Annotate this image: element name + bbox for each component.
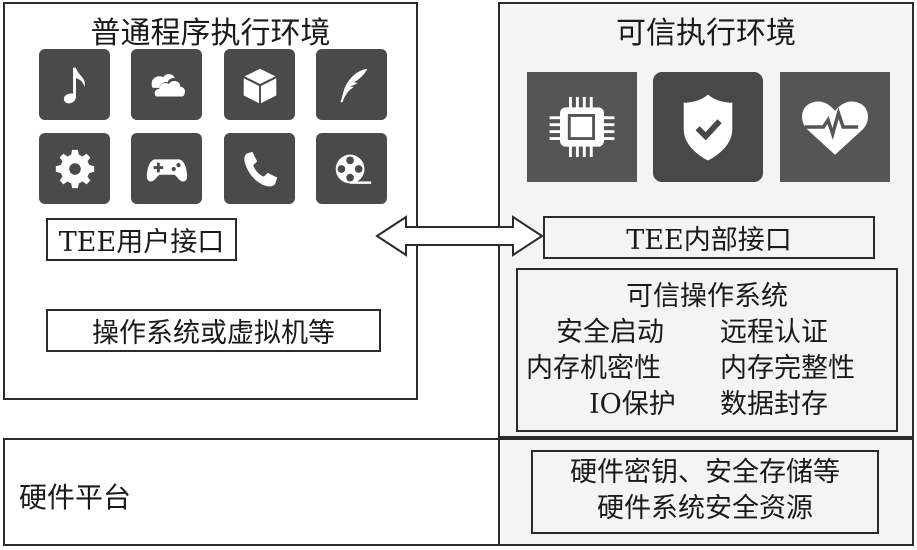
cpu-chip-icon bbox=[549, 96, 615, 158]
app-tile-settings bbox=[39, 133, 110, 204]
tee-user-interface-box: TEE用户接口 bbox=[46, 218, 237, 261]
app-tile-game bbox=[131, 133, 202, 204]
feature-memory-confidentiality: 内存机密性 bbox=[526, 353, 661, 384]
app-tile-music bbox=[39, 49, 110, 120]
tee-internal-interface-label: TEE内部接口 bbox=[626, 225, 792, 256]
hardware-resources-box: 硬件密钥、安全存储等 硬件系统安全资源 bbox=[531, 450, 879, 534]
feature-secure-boot: 安全启动 bbox=[556, 317, 664, 348]
phone-icon bbox=[243, 151, 277, 186]
heart-pulse-icon bbox=[802, 101, 868, 155]
feature-memory-integrity: 内存完整性 bbox=[720, 353, 855, 384]
trusted-os-features: 安全启动 远程认证 内存机密性 内存完整性 IO保护 数据封存 bbox=[518, 315, 896, 423]
feature-remote-attestation: 远程认证 bbox=[720, 317, 828, 348]
tee-panel: 可信执行环境 TEE内部接口 可信操作系统 bbox=[498, 2, 914, 438]
bidirectional-arrow-icon bbox=[375, 215, 544, 257]
tee-internal-interface-box: TEE内部接口 bbox=[543, 216, 875, 259]
tee-user-interface-label: TEE用户接口 bbox=[58, 227, 225, 258]
trusted-os-title: 可信操作系统 bbox=[626, 281, 788, 312]
tee-tile-health bbox=[780, 72, 890, 182]
ree-panel: 普通程序执行环境 bbox=[3, 2, 418, 400]
feather-icon bbox=[340, 68, 367, 102]
os-or-vm-label: 操作系统或虚拟机等 bbox=[92, 318, 335, 349]
film-reel-icon bbox=[335, 154, 371, 184]
tee-title: 可信执行环境 bbox=[616, 16, 796, 51]
tee-tile-cpu bbox=[527, 72, 637, 182]
cloud-icon bbox=[151, 73, 185, 96]
app-tile-feather bbox=[316, 49, 387, 120]
feature-data-sealing: 数据封存 bbox=[720, 389, 828, 420]
app-tile-cloud bbox=[131, 49, 202, 120]
feature-row: 安全启动 远程认证 bbox=[518, 315, 896, 351]
shield-check-icon bbox=[683, 94, 733, 161]
gamepad-icon bbox=[146, 158, 187, 181]
gear-icon bbox=[55, 149, 94, 188]
app-tile-video bbox=[316, 133, 387, 204]
app-tile-cube bbox=[224, 49, 295, 120]
feature-io-protection: IO保护 bbox=[589, 389, 676, 420]
hardware-resources-line1: 硬件密钥、安全存储等 bbox=[570, 457, 840, 488]
feature-row: 内存机密性 内存完整性 bbox=[518, 351, 896, 387]
tee-tile-security bbox=[653, 72, 763, 182]
hardware-security-resources-panel: 硬件密钥、安全存储等 硬件系统安全资源 bbox=[498, 438, 914, 546]
os-or-vm-box: 操作系统或虚拟机等 bbox=[46, 309, 381, 352]
cube-icon bbox=[243, 68, 276, 103]
music-note-icon bbox=[63, 67, 85, 103]
feature-row: IO保护 数据封存 bbox=[518, 387, 896, 423]
hardware-resources-line2: 硬件系统安全资源 bbox=[597, 493, 813, 524]
hardware-platform-label: 硬件平台 bbox=[19, 481, 132, 514]
trusted-os-box: 可信操作系统 安全启动 远程认证 内存机密性 内存完整性 IO保护 数据封存 bbox=[516, 268, 898, 432]
app-tile-phone bbox=[224, 133, 295, 204]
ree-title: 普通程序执行环境 bbox=[90, 16, 331, 51]
